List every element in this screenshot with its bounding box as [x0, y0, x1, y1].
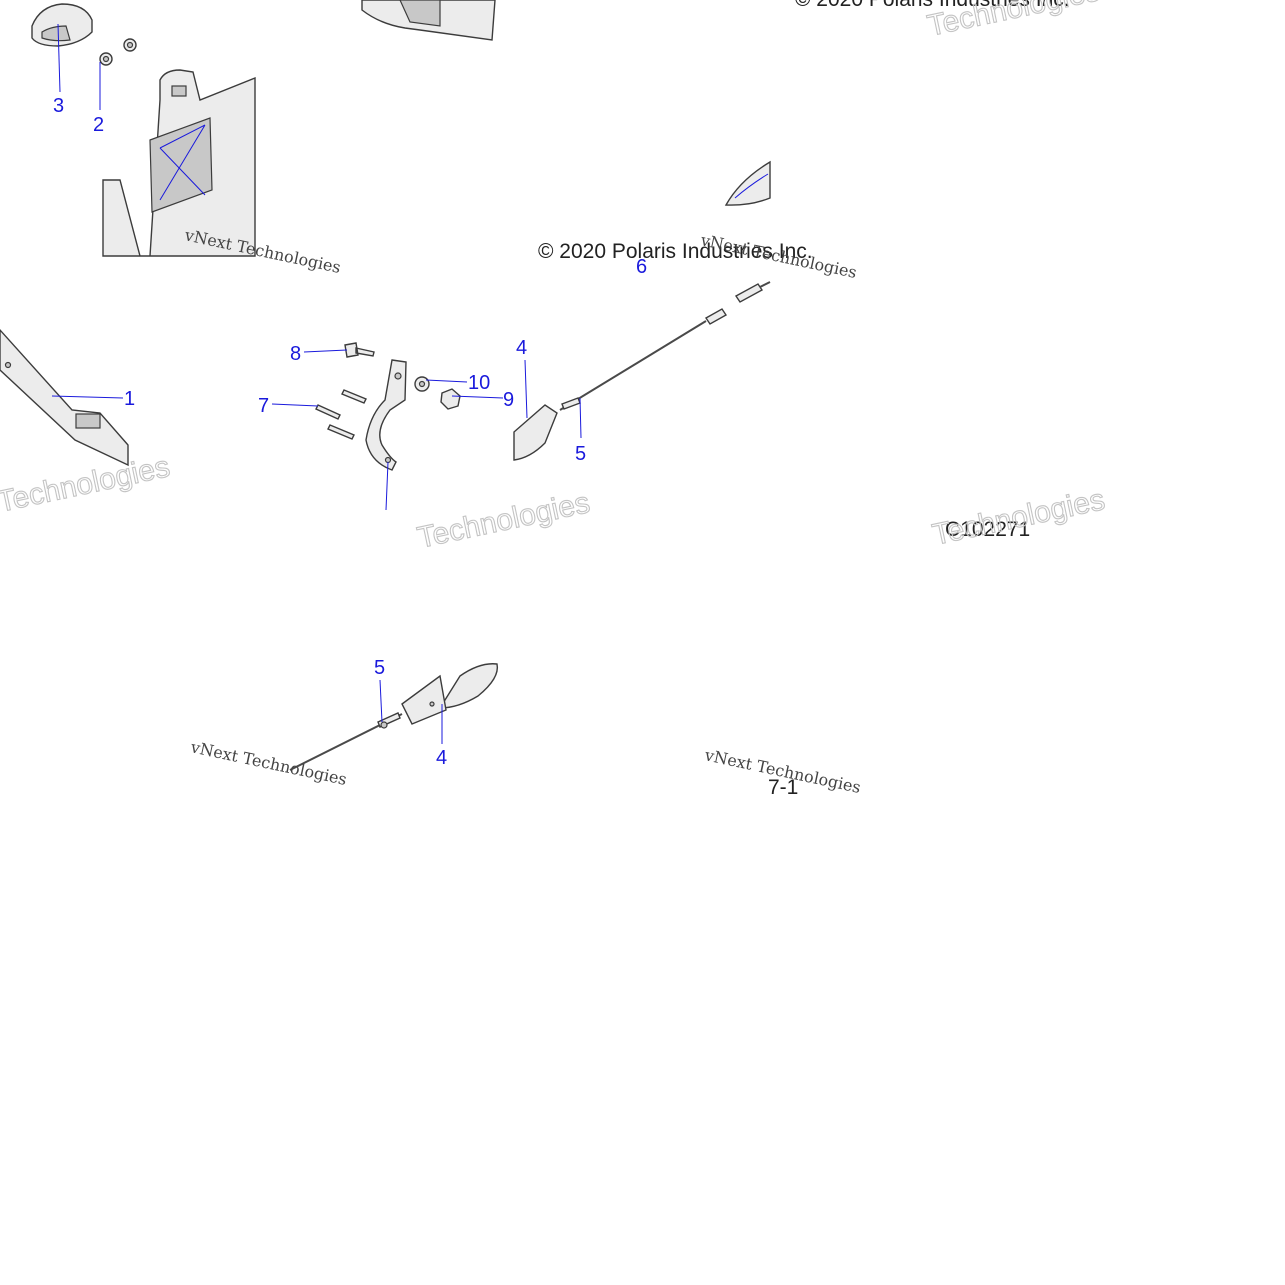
leader-lines	[51, 23, 582, 744]
callout-8: 8	[290, 343, 301, 365]
turn-signal-bracket-part	[365, 359, 407, 471]
copyright-text-top: © 2020 Polaris Industries Inc.	[795, 0, 1070, 11]
tile-middle-left	[0, 328, 129, 467]
callout-6: 6	[636, 256, 647, 278]
turn-signal-body-part	[401, 674, 447, 725]
leader-4a	[524, 359, 528, 419]
leader-bracket	[385, 461, 389, 511]
leader-10	[425, 379, 468, 383]
watermark-outline: Technologies	[415, 486, 593, 555]
leader-3	[57, 23, 61, 93]
leader-1	[51, 395, 124, 399]
copyright-text-middle: © 2020 Polaris Industries Inc.	[538, 240, 813, 263]
watermark-outline: Technologies	[930, 483, 1108, 552]
callout-10: 10	[468, 372, 490, 394]
page-ref: 7-1	[768, 776, 798, 799]
leader-5a	[579, 397, 582, 439]
tile-top-middle	[361, 0, 496, 41]
tile-center	[315, 342, 461, 471]
callout-9: 9	[503, 389, 514, 411]
watermark-outline: Technologies	[925, 0, 1103, 43]
signal-lens-part	[724, 160, 771, 206]
callout-3: 3	[53, 95, 64, 117]
callout-4a: 4	[516, 337, 527, 359]
callout-1: 1	[124, 388, 135, 410]
watermark-outline: Technologies	[0, 450, 173, 519]
tile-top-right	[724, 160, 771, 206]
connector-part	[734, 283, 764, 303]
leader-9	[451, 395, 504, 399]
callout-5b: 5	[374, 657, 385, 679]
part-code: C102271	[945, 518, 1030, 541]
lock-nut-part	[440, 388, 461, 410]
support-arm-part	[0, 328, 129, 467]
leader-5b	[379, 679, 383, 723]
leader-7	[271, 403, 319, 407]
callout-2: 2	[93, 114, 104, 136]
callout-5a: 5	[575, 443, 586, 465]
watermark-brand: vNext Technologies	[188, 737, 348, 789]
turn-signal-lens-part	[438, 663, 499, 709]
tile-top-left	[31, 3, 256, 257]
signal-cable-part	[559, 320, 707, 411]
leader-8	[303, 349, 348, 353]
tile-lower-middle	[289, 663, 499, 771]
callout-7: 7	[258, 395, 269, 417]
callouts: 1 2 3 4 5 6 7 8 9 10 5 4	[53, 95, 647, 769]
tile-middle-right	[513, 281, 771, 461]
callout-4b: 4	[436, 747, 447, 769]
turn-signal-part	[513, 404, 558, 461]
flange-bolt-part	[344, 342, 375, 358]
screw-part	[315, 404, 341, 420]
